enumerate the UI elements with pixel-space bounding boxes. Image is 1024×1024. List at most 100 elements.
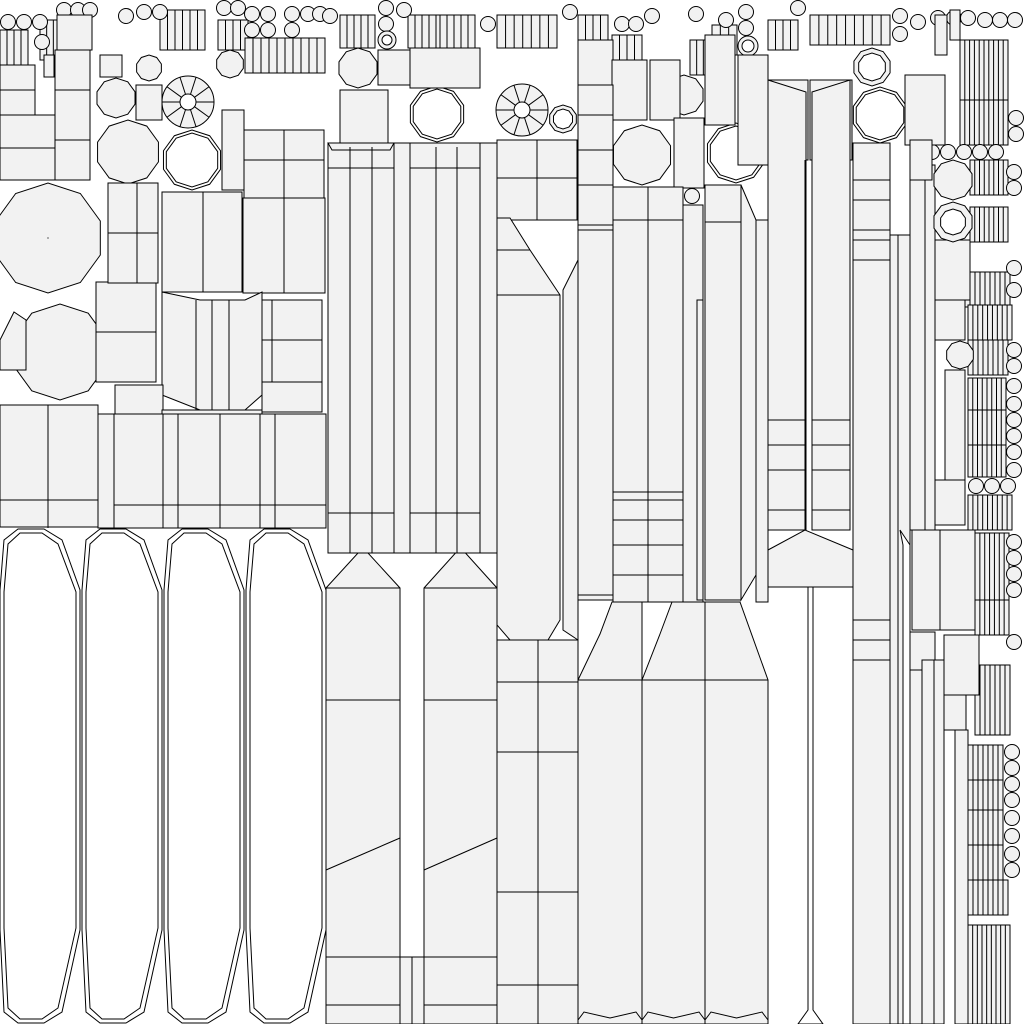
uv-edge [194, 106, 210, 118]
uv-edge [179, 109, 187, 127]
uv-edge [189, 109, 197, 127]
uv-island-round [1006, 566, 1022, 582]
uv-island-polygon [96, 77, 136, 119]
uv-island-round [684, 188, 700, 204]
uv-island-round [1006, 260, 1022, 276]
uv-island [755, 219, 769, 603]
uv-island-polygon [136, 54, 162, 82]
uv-island [43, 54, 55, 78]
uv-island-round [718, 12, 734, 28]
uv-island-polygon [338, 47, 378, 89]
uv-island-round [260, 22, 276, 38]
uv-island [904, 74, 946, 146]
uv-island-round [1006, 358, 1022, 374]
wheel-hub [513, 101, 531, 119]
uv-island-round [396, 2, 412, 18]
uv-edge [179, 77, 187, 95]
column-island [423, 552, 498, 1024]
uv-island [577, 39, 614, 86]
uv-island [767, 529, 854, 588]
uv-island [934, 299, 966, 341]
capsule-inner-edge [167, 532, 241, 1020]
uv-island [696, 299, 704, 601]
capsule-inner-edge [3, 532, 77, 1020]
uv-island-round [284, 22, 300, 38]
uv-island-round [152, 4, 168, 20]
uv-island [409, 47, 481, 89]
uv-island-round [992, 12, 1008, 28]
uv-island [339, 89, 389, 151]
uv-island-round [738, 20, 754, 36]
uv-island-round [1000, 478, 1016, 494]
uv-island-striped [439, 14, 476, 49]
uv-island-round [0, 14, 16, 30]
uv-island [934, 479, 966, 526]
capsule-island [0, 528, 81, 1024]
uv-island [943, 634, 980, 696]
uv-island-round [322, 8, 338, 24]
uv-island-round [118, 8, 134, 24]
uv-edge [325, 837, 401, 871]
uv-island-polygon [933, 159, 973, 201]
hole-island [409, 85, 465, 143]
uv-island [161, 191, 243, 293]
uv-island [97, 413, 115, 529]
uv-edge [523, 85, 531, 103]
uv-island-round [960, 10, 976, 26]
uv-island-round [614, 16, 630, 32]
uv-island-round [1006, 180, 1022, 196]
uv-island [909, 179, 926, 531]
uv-island [562, 259, 579, 641]
uv-island [939, 529, 976, 631]
uv-island-polygon [216, 49, 244, 79]
uv-island [934, 14, 948, 56]
capsule-inner-edge [85, 532, 159, 1020]
uv-island-round [1006, 550, 1022, 566]
uv-island [577, 84, 614, 601]
uv-island [161, 409, 263, 415]
uv-island-round [244, 22, 260, 38]
uv-edge [513, 117, 521, 135]
uv-island-striped [809, 14, 891, 46]
uv-island [56, 14, 93, 51]
capsule-island [81, 528, 163, 1024]
uv-island [954, 729, 969, 1024]
uv-island-round [968, 478, 984, 494]
uv-island-polygon [97, 119, 159, 185]
uv-island [114, 384, 164, 416]
uv-island-round [1004, 792, 1020, 808]
uv-island-round [1006, 412, 1022, 428]
uv-island [135, 84, 163, 121]
thin-strip [797, 529, 824, 1024]
column-foot [641, 1011, 706, 1024]
hole-inner-edge [412, 88, 462, 140]
uv-island-round [1006, 164, 1022, 180]
uv-island [393, 142, 411, 554]
uv-island [933, 659, 945, 1024]
uv-island-round [956, 144, 972, 160]
uv-island [949, 9, 961, 41]
uv-island-round [1006, 444, 1022, 460]
uv-island-round [1006, 582, 1022, 598]
column-foot [577, 1011, 643, 1024]
uv-island-round [378, 16, 394, 32]
thin-strip [899, 529, 911, 1024]
uv-island [409, 142, 481, 554]
uv-island [767, 79, 807, 531]
uv-island-striped [407, 14, 444, 49]
capsule-island [245, 528, 327, 1024]
uv-island-round [628, 16, 644, 32]
uv-edge [513, 85, 521, 103]
uv-island-round [1004, 776, 1020, 792]
uv-island-striped [967, 494, 1013, 531]
uv-island-round [1006, 634, 1022, 650]
uv-island-round [1007, 12, 1023, 28]
uv-edge [423, 837, 498, 871]
hole-island [940, 208, 966, 236]
uv-island-striped [974, 599, 1010, 636]
uv-edge [189, 77, 197, 95]
uv-island [54, 49, 91, 181]
uv-edge [528, 94, 544, 106]
uv-island-round [1008, 126, 1024, 142]
uv-island-polygon [13, 303, 107, 401]
